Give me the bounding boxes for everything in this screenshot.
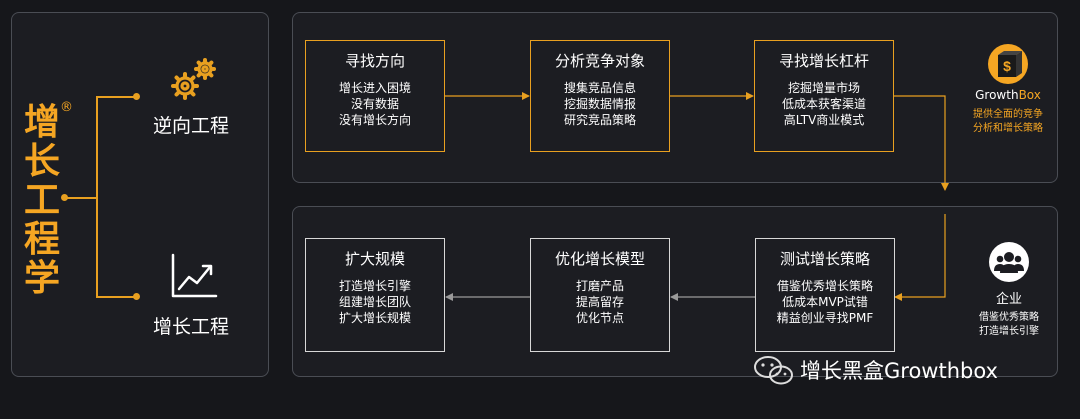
bottom-flow-panel: [292, 206, 1058, 377]
tree-top-dot: [133, 93, 140, 100]
growthbox-desc-line: 分析和增长策略: [973, 123, 1043, 134]
tree-connector-stub: [66, 197, 96, 199]
tree-connector-top: [96, 96, 136, 98]
step-title: 寻找方向: [344, 52, 405, 70]
step-line: 打造增长引擎: [338, 279, 411, 293]
step-find-direction: 寻找方向 增长进入困境 没有数据 没有增长方向: [305, 40, 445, 152]
step-line: 组建增长团队: [338, 295, 411, 309]
step-line: 没有数据: [350, 97, 399, 111]
enterprise-label: 企业 借鉴优秀策略 打造增长引擎: [964, 288, 1054, 339]
step-line: 优化节点: [575, 311, 624, 325]
step-title: 分析竞争对象: [554, 52, 645, 70]
step-optimize-model: 优化增长模型 打磨产品 提高留存 优化节点: [530, 238, 670, 352]
step-title: 优化增长模型: [554, 250, 645, 268]
footer-watermark: 增长黑盒Growthbox: [800, 359, 998, 383]
step-line: 挖掘增量市场: [787, 81, 860, 95]
enterprise-desc-line: 打造增长引擎: [979, 326, 1039, 337]
wechat-icon: [754, 356, 793, 385]
step-line: 搜集竞品信息: [563, 81, 636, 95]
left-panel: [11, 12, 269, 377]
reverse-engineering-label: 逆向工程: [153, 115, 230, 137]
growthbox-name-prefix: Growth: [975, 88, 1019, 102]
people-icon: [989, 242, 1029, 282]
line-chart-icon: [171, 253, 218, 298]
arrow-connector-down: [894, 214, 946, 301]
enterprise-desc-line: 借鉴优秀策略: [979, 312, 1039, 323]
step-test-strategy: 测试增长策略 借鉴优秀增长策略 低成本MVP试错 精益创业寻找PMF: [755, 238, 895, 352]
step-line: 精益创业寻找PMF: [776, 311, 874, 325]
step-line: 提高留存: [575, 295, 624, 309]
step-line: 增长进入困境: [338, 81, 411, 95]
step-find-growth-lever: 寻找增长杠杆 挖掘增量市场 低成本获客渠道 高LTV商业模式: [754, 40, 894, 152]
step-title: 测试增长策略: [779, 250, 870, 268]
step-line: 没有增长方向: [338, 113, 411, 127]
step-line: 低成本获客渠道: [781, 97, 866, 111]
tree-root-dot: [61, 194, 68, 201]
arrow-connector-right: [893, 95, 949, 191]
growthbox-label: GrowthBox 提供全面的竞争 分析和增长策略: [962, 88, 1054, 136]
growthbox-logo-icon: $: [988, 44, 1028, 84]
step-line: 研究竞品策略: [563, 113, 636, 127]
step-line: 挖掘数据情报: [563, 97, 636, 111]
main-title: 增长工程学: [23, 102, 60, 299]
step-scale-up: 扩大规模 打造增长引擎 组建增长团队 扩大增长规模: [305, 238, 445, 352]
svg-text:$: $: [1003, 58, 1011, 74]
step-analyze-competitors: 分析竞争对象 搜集竞品信息 挖掘数据情报 研究竞品策略: [530, 40, 670, 152]
step-title: 寻找增长杠杆: [778, 52, 869, 70]
growthbox-name-suffix: Box: [1018, 88, 1041, 102]
registered-mark: ®: [60, 100, 73, 115]
step-line: 低成本MVP试错: [782, 295, 868, 309]
enterprise-name: 企业: [995, 292, 1022, 307]
step-line: 借鉴优秀增长策略: [776, 279, 873, 293]
tree-connector-vertical: [96, 96, 98, 298]
tree-bottom-dot: [133, 293, 140, 300]
step-line: 高LTV商业模式: [783, 113, 865, 127]
step-line: 扩大增长规模: [338, 311, 411, 325]
gears-icon: [171, 58, 216, 100]
step-line: 打磨产品: [575, 279, 624, 293]
tree-connector-bottom: [96, 296, 136, 298]
growth-engineering-label: 增长工程: [153, 316, 230, 338]
step-title: 扩大规模: [344, 250, 405, 268]
growthbox-desc-line: 提供全面的竞争: [973, 109, 1043, 120]
